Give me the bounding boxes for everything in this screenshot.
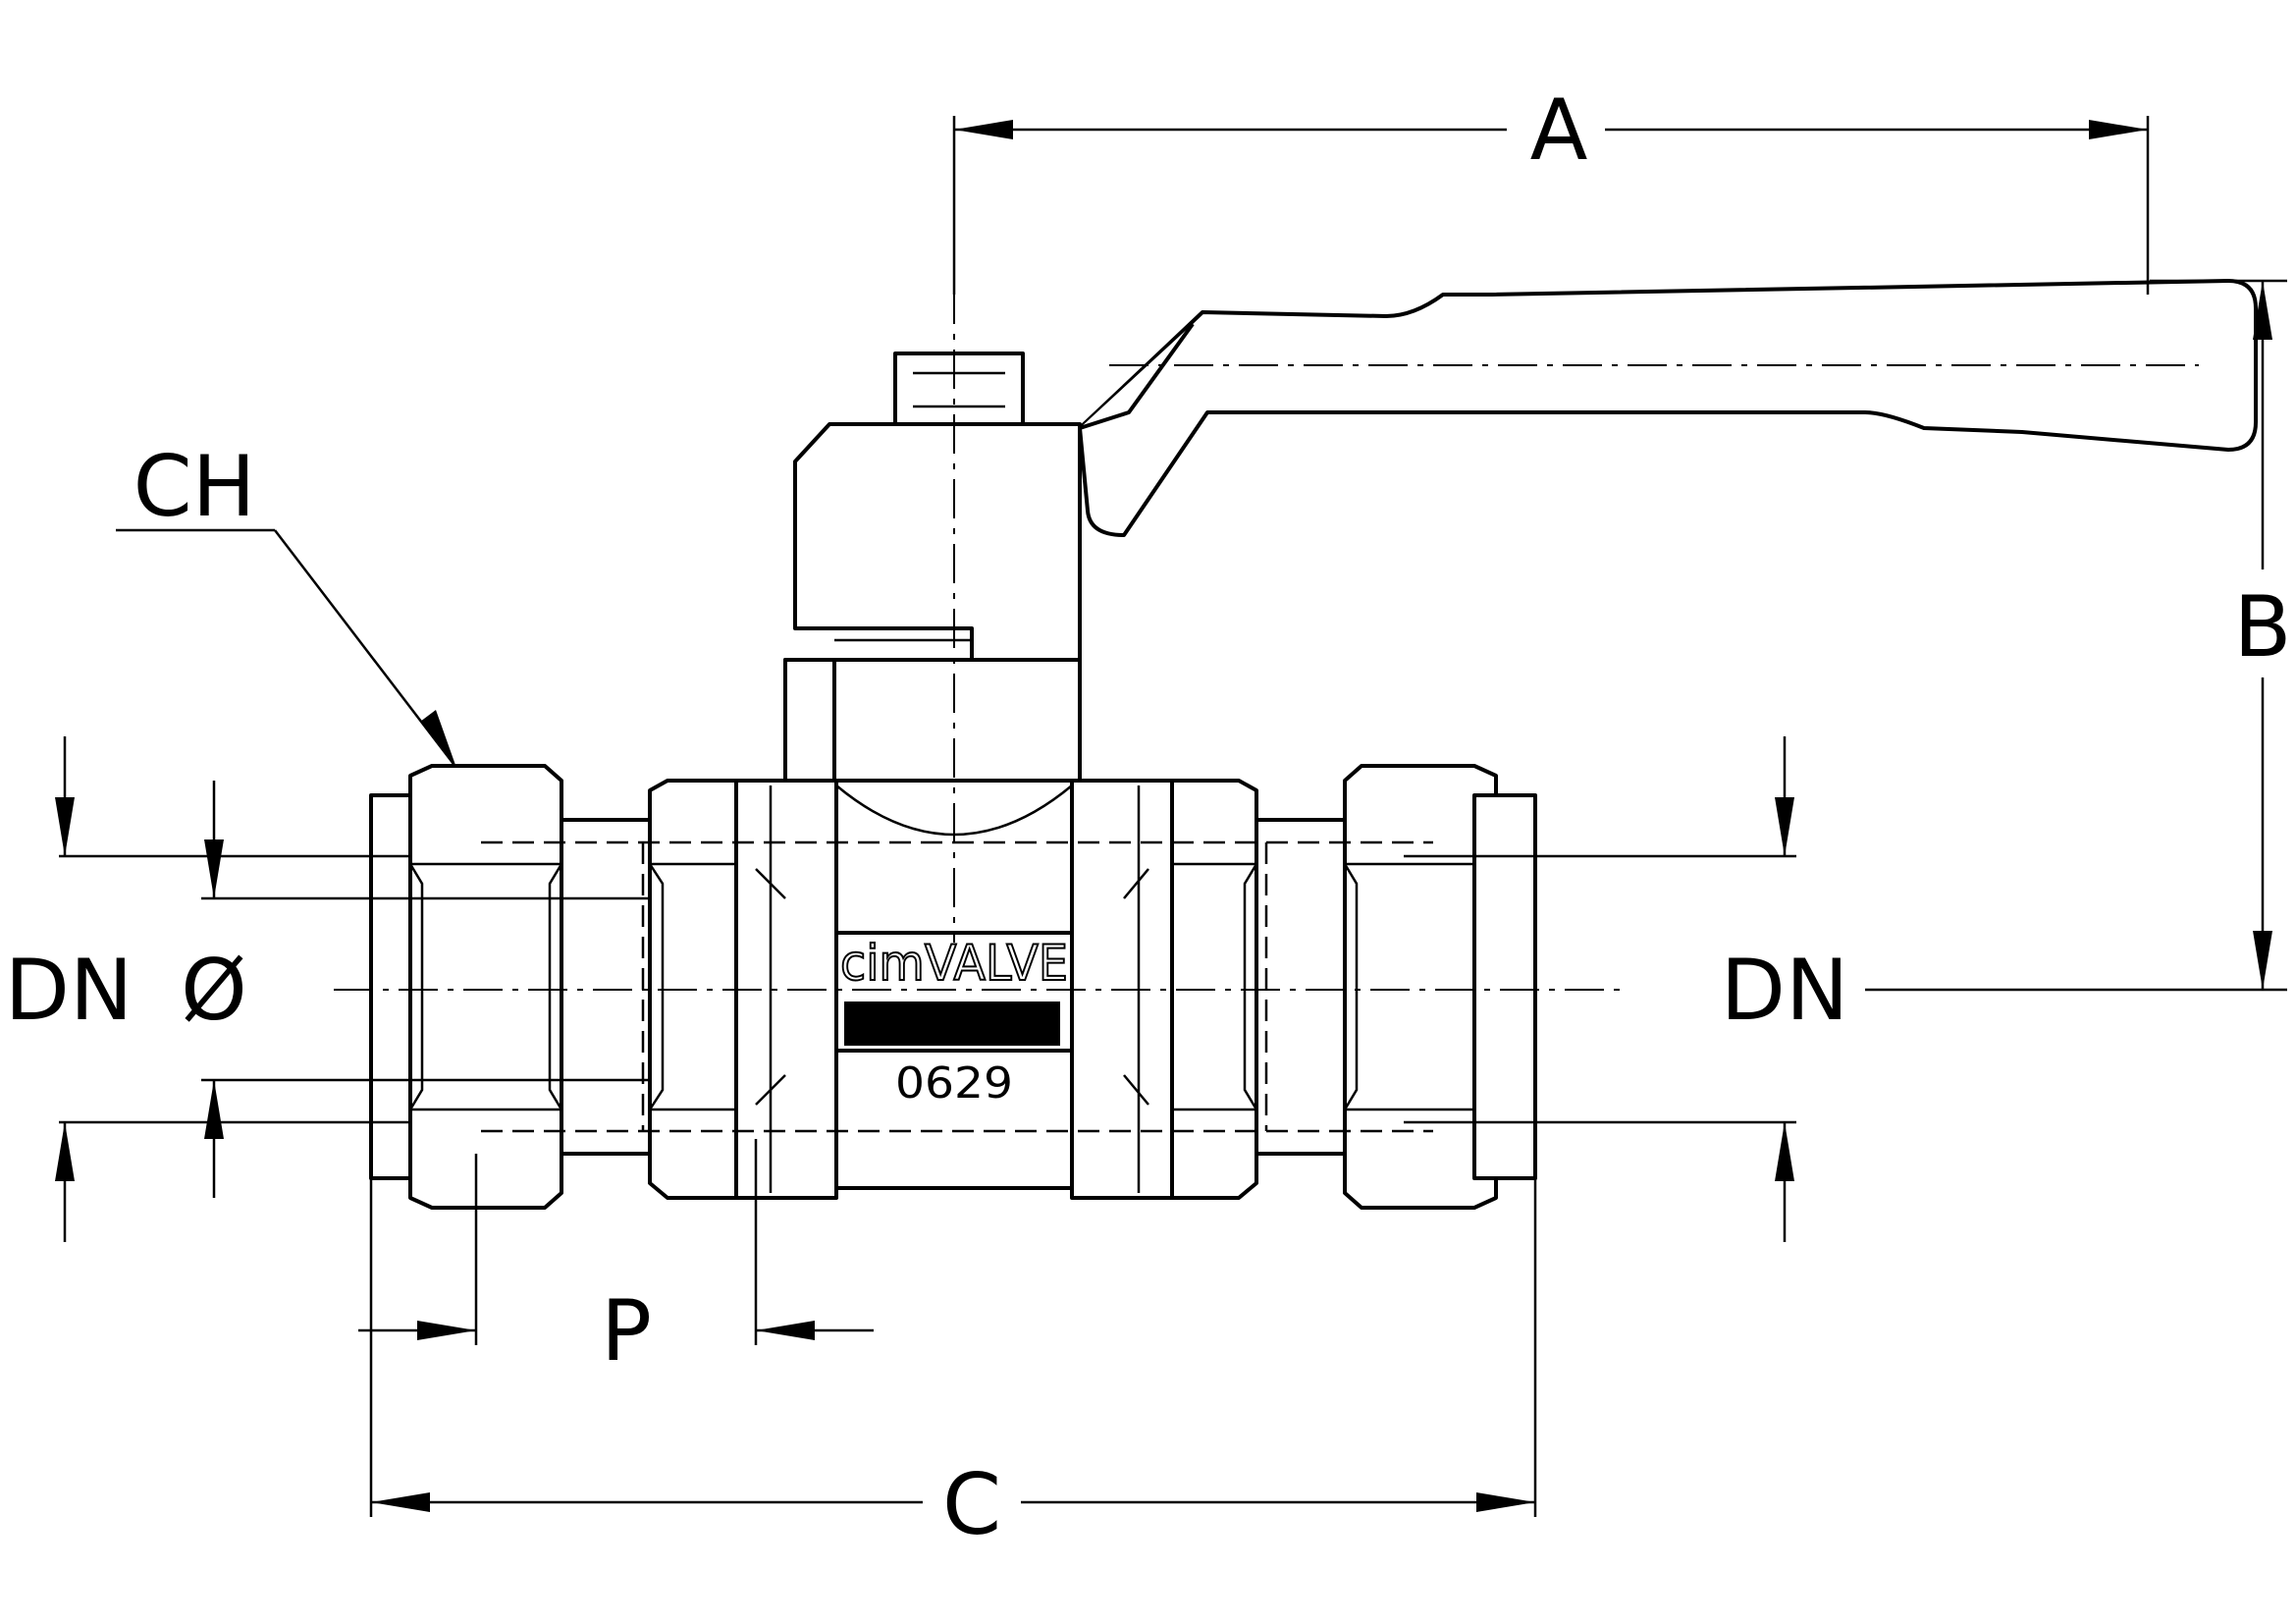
right-connection — [1170, 764, 1537, 1210]
dimension-ch-label: CH — [133, 438, 256, 536]
left-connection — [369, 764, 738, 1210]
dimension-dn-right-label: DN — [1721, 942, 1849, 1040]
brand-marking: cimVALVE — [840, 935, 1068, 992]
dimension-diameter-label: Ø — [181, 942, 247, 1040]
dimension-dn-left — [55, 736, 412, 1242]
dimension-p-label: P — [601, 1282, 652, 1380]
lever-handle — [1078, 279, 2258, 537]
left-compression-nut — [408, 764, 563, 1210]
center-lines — [334, 285, 2199, 991]
hidden-lines — [481, 840, 1433, 1133]
stem-nut — [893, 352, 1025, 426]
dimension-b-label: B — [2234, 578, 2292, 677]
dimension-a-label: A — [1530, 81, 1588, 180]
dimension-b — [1865, 279, 2287, 992]
origin-marking: MADE IN ITALY — [853, 1007, 1055, 1047]
origin-band — [844, 1001, 1060, 1046]
dimension-a — [952, 116, 2150, 295]
dimension-dn-right — [1404, 736, 1796, 1242]
dimension-p — [358, 1139, 874, 1345]
dimension-ch — [116, 528, 456, 768]
stem-head — [793, 352, 1082, 704]
dimension-diameter — [201, 781, 648, 1198]
dimension-c — [369, 1178, 1537, 1517]
right-pipe-end — [1472, 793, 1537, 1180]
dimension-dn-left-label: DN — [5, 942, 133, 1040]
code-marking: 0629 — [895, 1058, 1013, 1109]
stem-neck — [783, 638, 1082, 787]
right-compression-nut — [1343, 764, 1498, 1210]
dimension-c-label: C — [942, 1456, 1001, 1554]
